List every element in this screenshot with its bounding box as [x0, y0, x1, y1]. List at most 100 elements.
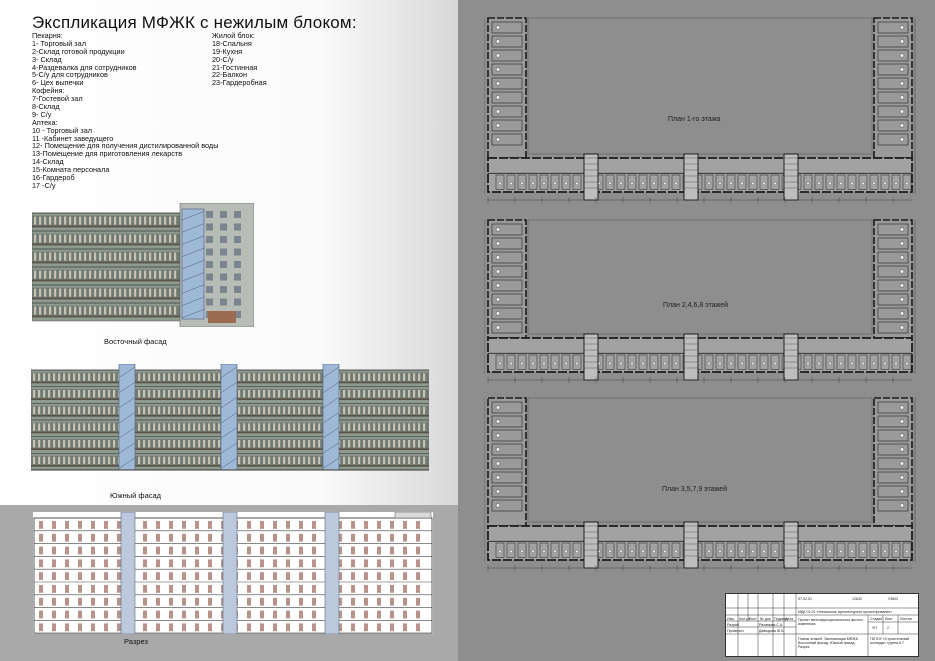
section-door: [195, 585, 199, 593]
south-stair-flight: [220, 412, 238, 424]
south-window: [363, 456, 366, 465]
south-window: [153, 456, 156, 465]
section-door: [78, 623, 82, 632]
plan3-fixture: [495, 447, 501, 452]
legend-col2-item: 18-Спальня: [212, 38, 252, 48]
east-window: [159, 234, 162, 243]
section-door: [364, 597, 368, 606]
south-window: [163, 440, 166, 448]
plan-floor-3-caption: План 3,5,7,9 этажей: [662, 486, 728, 493]
south-window: [238, 440, 241, 448]
south-window: [418, 440, 421, 448]
south-facade-drawing: [31, 364, 429, 471]
section-door: [182, 597, 186, 606]
south-window: [218, 423, 221, 431]
stamp-h3: Лист: [749, 617, 757, 621]
south-window: [138, 373, 141, 381]
east-window: [149, 270, 152, 279]
east-window: [99, 288, 102, 297]
plan3-room: [528, 542, 538, 558]
plan3-wing-room: [491, 485, 523, 498]
section-door: [338, 585, 342, 593]
east-window: [174, 306, 177, 315]
plan3-room: [902, 542, 912, 558]
plan2-room: [605, 354, 615, 370]
south-window: [188, 373, 191, 381]
south-window: [148, 390, 151, 398]
plan1-room: [847, 174, 857, 190]
page-title: Экспликация МФЖК с нежилым блоком:: [32, 13, 357, 32]
plan2-room: [660, 354, 670, 370]
south-window: [48, 373, 51, 381]
south-window: [203, 423, 206, 431]
east-window: [139, 270, 142, 279]
east-window: [94, 288, 97, 297]
section-door: [195, 610, 199, 619]
section-door: [143, 533, 147, 542]
south-window: [98, 390, 101, 398]
section-door: [273, 572, 277, 580]
plan2-room: [869, 354, 879, 370]
plan1-fixture: [495, 39, 501, 44]
plan2-room: [638, 354, 648, 370]
east-window: [84, 216, 87, 225]
south-window: [208, 423, 211, 431]
plan1-room: [902, 174, 912, 190]
section-door: [91, 521, 95, 529]
section-door: [247, 533, 251, 542]
south-window: [213, 423, 216, 431]
south-window: [68, 423, 71, 431]
plan3-fixture: [707, 549, 711, 554]
east-facade-caption: Восточный фасад: [104, 337, 167, 346]
plan1-room: [726, 174, 736, 190]
stamp-h1: Изм.: [727, 617, 735, 621]
plan2-fixture: [520, 361, 524, 366]
plan1-fixture: [663, 181, 667, 186]
plan1-fixture: [630, 181, 634, 186]
south-window: [283, 406, 286, 415]
east-stair-flight: [181, 223, 205, 233]
east-window: [139, 288, 142, 297]
plan2-fixture: [495, 255, 501, 260]
section-door: [104, 572, 108, 580]
east-tower-window: [206, 211, 213, 218]
south-window: [388, 423, 391, 431]
plan1-fixture: [520, 181, 524, 186]
plan3-fixture: [495, 419, 501, 424]
plan3-fixture: [564, 549, 568, 554]
legend-col1-item: 2-Склад готовой продукции: [32, 46, 125, 56]
south-window: [383, 390, 386, 398]
plan2-stair-core: [583, 333, 599, 381]
east-balcony-rail: [32, 297, 182, 300]
east-window: [74, 306, 77, 315]
section-door: [91, 572, 95, 580]
east-window: [39, 306, 42, 315]
plan1-wing-room: [491, 77, 523, 90]
south-window: [38, 373, 41, 381]
plan2-fixture: [619, 361, 623, 366]
legend-col1-item: 17 -С/у: [32, 180, 56, 190]
south-window: [218, 406, 221, 415]
legend-col1-item: 14-Склад: [32, 157, 64, 167]
section-door: [364, 585, 368, 593]
east-stair-flight: [181, 235, 205, 245]
south-window: [263, 456, 266, 465]
east-window: [104, 252, 107, 261]
section-door: [338, 623, 342, 632]
plan3-wing-room: [877, 457, 909, 470]
section-door: [156, 546, 160, 555]
south-window: [193, 456, 196, 465]
south-window: [298, 440, 301, 448]
plan3-room: [858, 542, 868, 558]
plan2-fixture: [707, 361, 711, 366]
south-window: [408, 373, 411, 381]
plan2-courtyard: [527, 219, 873, 335]
south-window: [88, 423, 91, 431]
plan3-fixture: [630, 549, 634, 554]
east-window: [144, 216, 147, 225]
south-facade-caption: Южный фасад: [110, 491, 162, 500]
south-stair: [220, 364, 238, 471]
south-window: [168, 440, 171, 448]
south-window: [353, 406, 356, 415]
south-window: [268, 423, 271, 431]
